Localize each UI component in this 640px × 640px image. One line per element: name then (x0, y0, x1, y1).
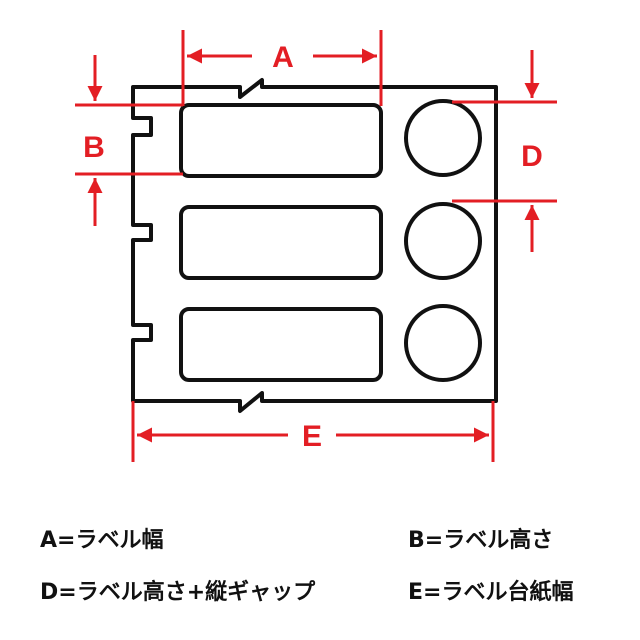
label-rect-1 (179, 103, 383, 178)
dimension-a-letter: A (272, 41, 294, 74)
dimension-b-letter: B (83, 131, 105, 164)
label-circle-1 (404, 99, 482, 177)
label-sheet-diagram: A B D E (75, 30, 557, 462)
dimension-d (452, 50, 557, 252)
legend-d: D=ラベル高さ+縦ギャップ (40, 580, 316, 605)
dimension-e-letter: E (302, 420, 322, 453)
dimension-a (181, 30, 383, 106)
label-rect-3 (179, 307, 383, 382)
backing-sheet-outline (131, 78, 498, 413)
label-circle-2 (404, 202, 482, 280)
legend-e: E=ラベル台紙幅 (408, 580, 574, 605)
dimension-d-letter: D (521, 140, 543, 173)
legend-a: A=ラベル幅 (40, 528, 164, 553)
legend-b: B=ラベル高さ (408, 528, 554, 553)
label-circle-3 (404, 304, 482, 382)
label-rect-2 (179, 205, 383, 280)
dimension-e (131, 401, 495, 462)
dimension-b (75, 55, 183, 226)
